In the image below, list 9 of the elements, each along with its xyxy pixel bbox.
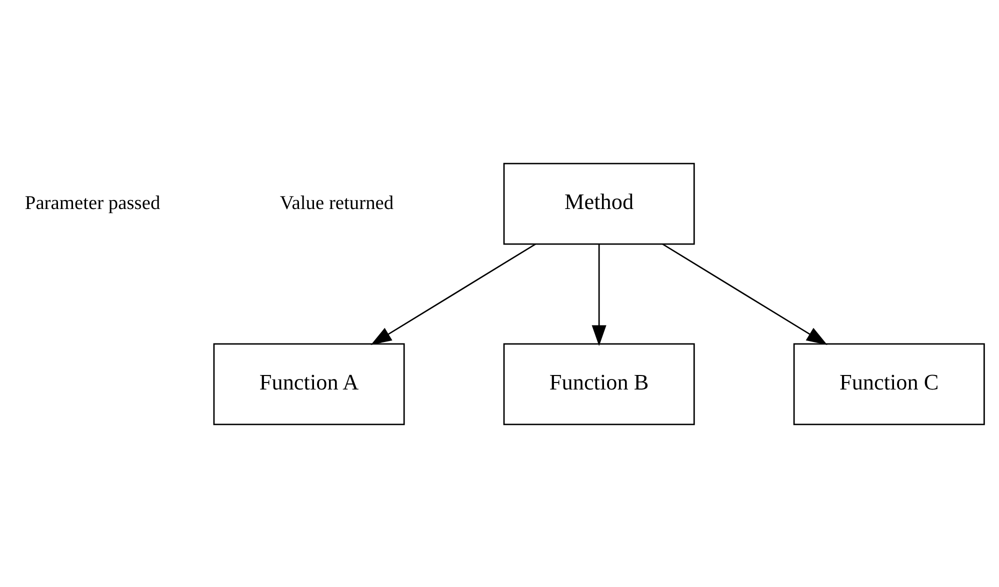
- arrow: [370, 243, 536, 345]
- node-box: Function A: [213, 342, 405, 425]
- node-box: Method: [503, 162, 695, 244]
- arrow: [662, 243, 828, 345]
- node-box: Function B: [503, 342, 695, 425]
- label: Value returned: [280, 192, 394, 214]
- label: Parameter passed: [24, 192, 160, 214]
- node-box: Function C: [793, 342, 985, 425]
- arrow: [592, 244, 606, 346]
